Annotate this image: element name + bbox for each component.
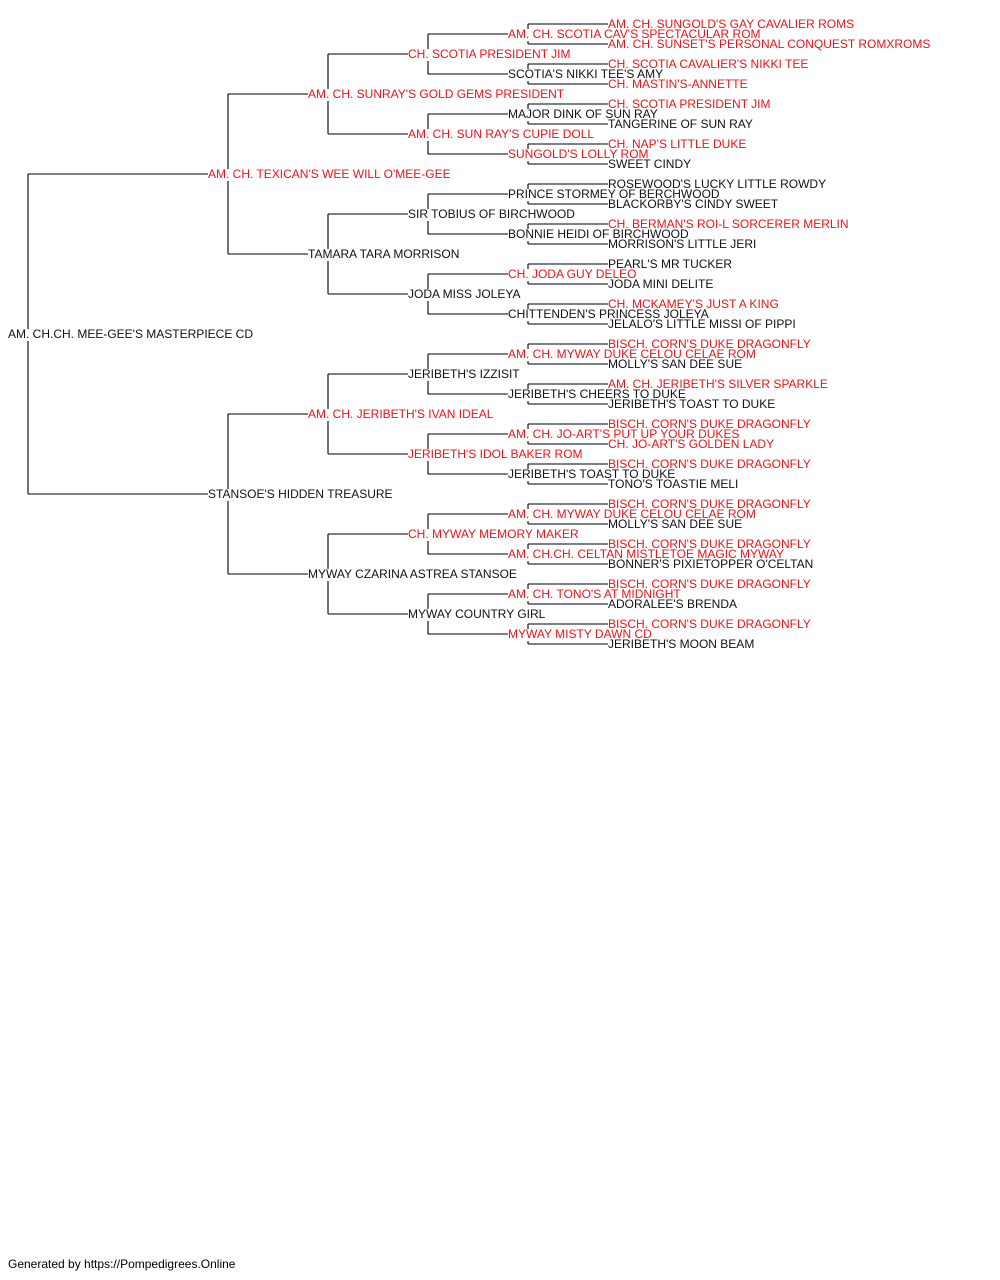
ancestor-name: JERIBETH'S IZZISIT (408, 367, 520, 381)
ancestor-name: JERIBETH'S TOAST TO DUKE (608, 397, 775, 411)
ancestor-name: AM. CH. JO-ART'S PUT UP YOUR DUKES (508, 427, 739, 441)
ancestor-name: CH. JO-ART'S GOLDEN LADY (608, 437, 774, 451)
ancestor-name: AM. CH. SUNSET'S PERSONAL CONQUEST ROMXR… (608, 37, 930, 51)
ancestor-name: TAMARA TARA MORRISON (308, 247, 459, 261)
ancestor-name: JODA MINI DELITE (608, 277, 713, 291)
ancestor-name: AM. CH. SUNGOLD'S GAY CAVALIER ROMS (608, 17, 854, 31)
ancestor-name: MAJOR DINK OF SUN RAY (508, 107, 658, 121)
ancestor-name: AM. CH. MYWAY DUKE CELOU CELAE ROM (508, 347, 756, 361)
ancestor-name: BLACKORBY'S CINDY SWEET (608, 197, 779, 211)
ancestor-name: AM. CH. TONO'S AT MIDNIGHT (508, 587, 681, 601)
ancestor-name: JERIBETH'S IDOL BAKER ROM (408, 447, 583, 461)
ancestor-name: BONNIE HEIDI OF BIRCHWOOD (508, 227, 689, 241)
ancestor-name: SUNGOLD'S LOLLY ROM (508, 147, 649, 161)
ancestor-name: AM. CH. JERIBETH'S SILVER SPARKLE (608, 377, 828, 391)
ancestor-name: BISCH. CORN'S DUKE DRAGONFLY (608, 577, 811, 591)
ancestor-name: CH. NAP'S LITTLE DUKE (608, 137, 746, 151)
ancestor-name: MORRISON'S LITTLE JERI (608, 237, 756, 251)
ancestor-name: PRINCE STORMEY OF BERCHWOOD (508, 187, 720, 201)
ancestor-name: MOLLY'S SAN DEE SUE (608, 517, 742, 531)
ancestor-name: AM. CH. SCOTIA CAV'S SPECTACULAR ROM (508, 27, 761, 41)
ancestor-name: AM. CH. MYWAY DUKE CELOU CELAE ROM (508, 507, 756, 521)
subject-dog-name: AM. CH.CH. MEE-GEE'S MASTERPIECE CD (8, 327, 253, 341)
ancestor-name: JERIBETH'S MOON BEAM (608, 637, 754, 651)
ancestor-name: CH. SCOTIA PRESIDENT JIM (608, 97, 770, 111)
pedigree-connector-lines (27, 23, 608, 645)
ancestor-name: CH. BERMAN'S ROI-L SORCERER MERLIN (608, 217, 849, 231)
ancestor-name: CH. JODA GUY DELEO (508, 267, 636, 281)
ancestor-name: PEARL'S MR TUCKER (608, 257, 732, 271)
ancestor-name: BISCH. CORN'S DUKE DRAGONFLY (608, 617, 811, 631)
ancestor-name: BISCH. CORN'S DUKE DRAGONFLY (608, 337, 811, 351)
ancestor-name: BISCH. CORN'S DUKE DRAGONFLY (608, 537, 811, 551)
ancestor-name: JELALO'S LITTLE MISSI OF PIPPI (608, 317, 796, 331)
ancestor-name: JERIBETH'S CHEERS TO DUKE (508, 387, 686, 401)
ancestor-name: CH. SCOTIA CAVALIER'S NIKKI TEE (608, 57, 808, 71)
ancestor-name: BISCH. CORN'S DUKE DRAGONFLY (608, 497, 811, 511)
ancestor-name: AM. CH. SUNRAY'S GOLD GEMS PRESIDENT (308, 87, 565, 101)
ancestor-name: BISCH. CORN'S DUKE DRAGONFLY (608, 457, 811, 471)
ancestor-name: JODA MISS JOLEYA (408, 287, 520, 301)
ancestor-name: SCOTIA'S NIKKI TEE'S AMY (508, 67, 663, 81)
ancestor-name: CH. MCKAMEY'S JUST A KING (608, 297, 779, 311)
ancestor-name: SIR TOBIUS OF BIRCHWOOD (408, 207, 575, 221)
ancestor-name: CH. MASTIN'S-ANNETTE (608, 77, 748, 91)
ancestor-name: JERIBETH'S TOAST TO DUKE (508, 467, 675, 481)
ancestor-name: STANSOE'S HIDDEN TREASURE (208, 487, 393, 501)
ancestor-name: AM. CH. JERIBETH'S IVAN IDEAL (308, 407, 494, 421)
ancestor-name: MYWAY CZARINA ASTREA STANSOE (308, 567, 517, 581)
ancestor-name: TONO'S TOASTIE MELI (608, 477, 738, 491)
ancestor-name: AM. CH. TEXICAN'S WEE WILL O'MEE-GEE (208, 167, 451, 181)
ancestor-name: ADORALEE'S BRENDA (608, 597, 737, 611)
generated-by-footer: Generated by https://Pompedigrees.Online (8, 1257, 236, 1271)
ancestor-name: CHITTENDEN'S PRINCESS JOLEYA (508, 307, 709, 321)
pedigree-name-labels: AM. CH.CH. MEE-GEE'S MASTERPIECE CD AM. C… (8, 17, 930, 651)
ancestor-name: AM. CH. SUN RAY'S CUPIE DOLL (408, 127, 594, 141)
ancestor-name: MOLLY'S SAN DEE SUE (608, 357, 742, 371)
ancestor-name: BISCH. CORN'S DUKE DRAGONFLY (608, 417, 811, 431)
ancestor-name: ROSEWOOD'S LUCKY LITTLE ROWDY (608, 177, 826, 191)
ancestor-name: BONNER'S PIXIETOPPER O'CELTAN (608, 557, 813, 571)
ancestor-name: AM. CH.CH. CELTAN MISTLETOE MAGIC MYWAY (508, 547, 784, 561)
ancestor-name: SWEET CINDY (608, 157, 691, 171)
ancestor-name: MYWAY MISTY DAWN CD (508, 627, 652, 641)
ancestor-name: CH. MYWAY MEMORY MAKER (408, 527, 579, 541)
ancestor-name: TANGERINE OF SUN RAY (608, 117, 753, 131)
ancestor-name: CH. SCOTIA PRESIDENT JIM (408, 47, 570, 61)
ancestor-name: MYWAY COUNTRY GIRL (408, 607, 546, 621)
